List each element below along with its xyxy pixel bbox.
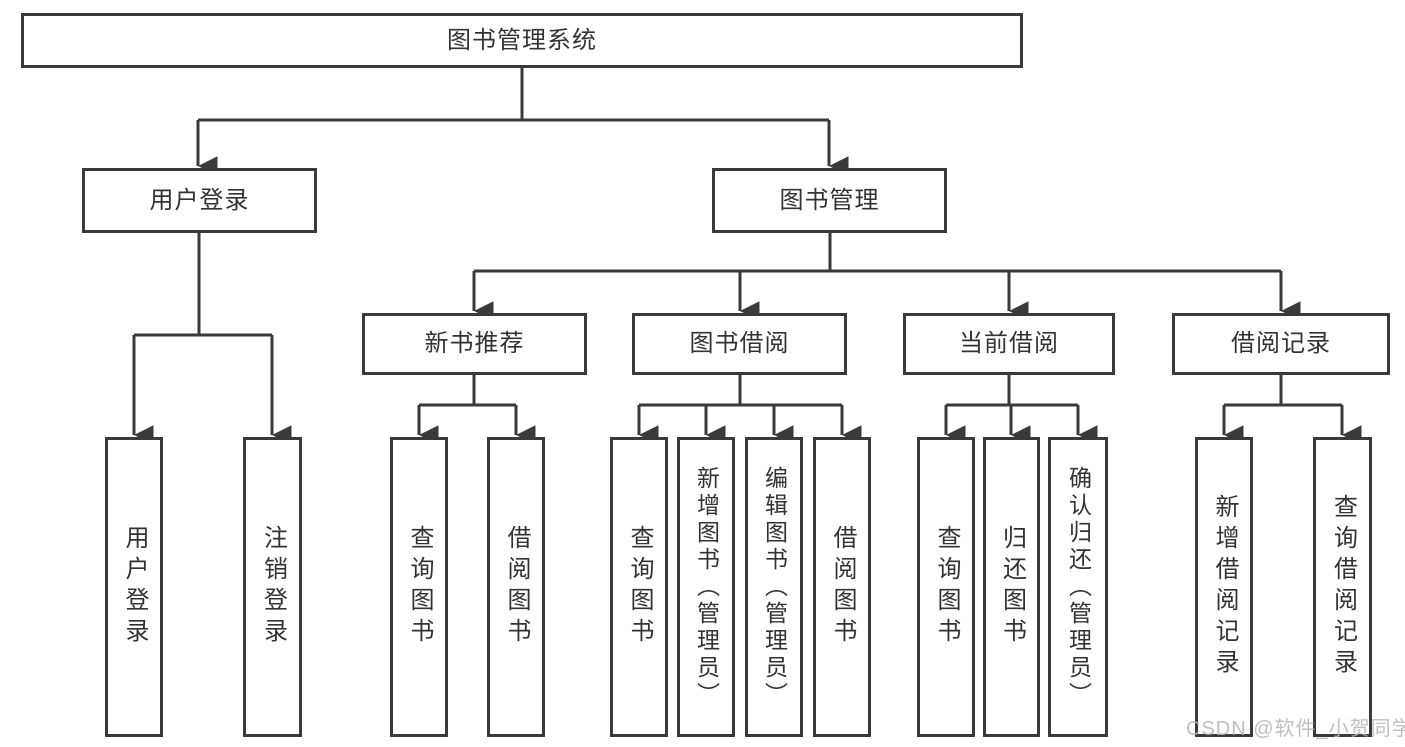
node-user-login: 用户登录: [82, 168, 317, 233]
node-book-borrowing: 图书借阅: [632, 313, 847, 375]
leaf-borrowing-query-books: 查询图书: [610, 437, 668, 737]
leaf-current-return-books: 归还图书: [983, 437, 1040, 737]
node-library-system: 图书管理系统: [21, 13, 1023, 68]
csdn-watermark: CSDN @软件_小贺同学: [1186, 718, 1405, 740]
node-borrowing-records: 借阅记录: [1172, 313, 1390, 375]
leaf-borrowing-borrow-books: 借阅图书: [813, 437, 871, 737]
leaf-borrowing-edit-books-admin: 编辑图书（管理员）: [745, 437, 803, 737]
leaf-user-login: 用户登录: [105, 437, 163, 737]
node-current-borrowing: 当前借阅: [903, 313, 1115, 375]
leaf-borrowing-add-books-admin: 新增图书（管理员）: [677, 437, 735, 737]
node-new-book-recommend: 新书推荐: [362, 313, 587, 375]
leaf-logout: 注销登录: [243, 437, 302, 737]
connector-arrows: [132, 120, 1362, 445]
leaf-newbook-query-books: 查询图书: [390, 437, 448, 737]
connector-elbows: [134, 68, 1342, 407]
leaf-current-query-books: 查询图书: [917, 437, 975, 737]
leaf-newbook-borrow-books: 借阅图书: [487, 437, 545, 737]
node-book-management: 图书管理: [712, 168, 947, 233]
leaf-records-add-record: 新增借阅记录: [1195, 437, 1253, 737]
leaf-current-confirm-return-admin: 确认归还（管理员）: [1048, 437, 1108, 737]
leaf-records-query-record: 查询借阅记录: [1313, 437, 1372, 737]
